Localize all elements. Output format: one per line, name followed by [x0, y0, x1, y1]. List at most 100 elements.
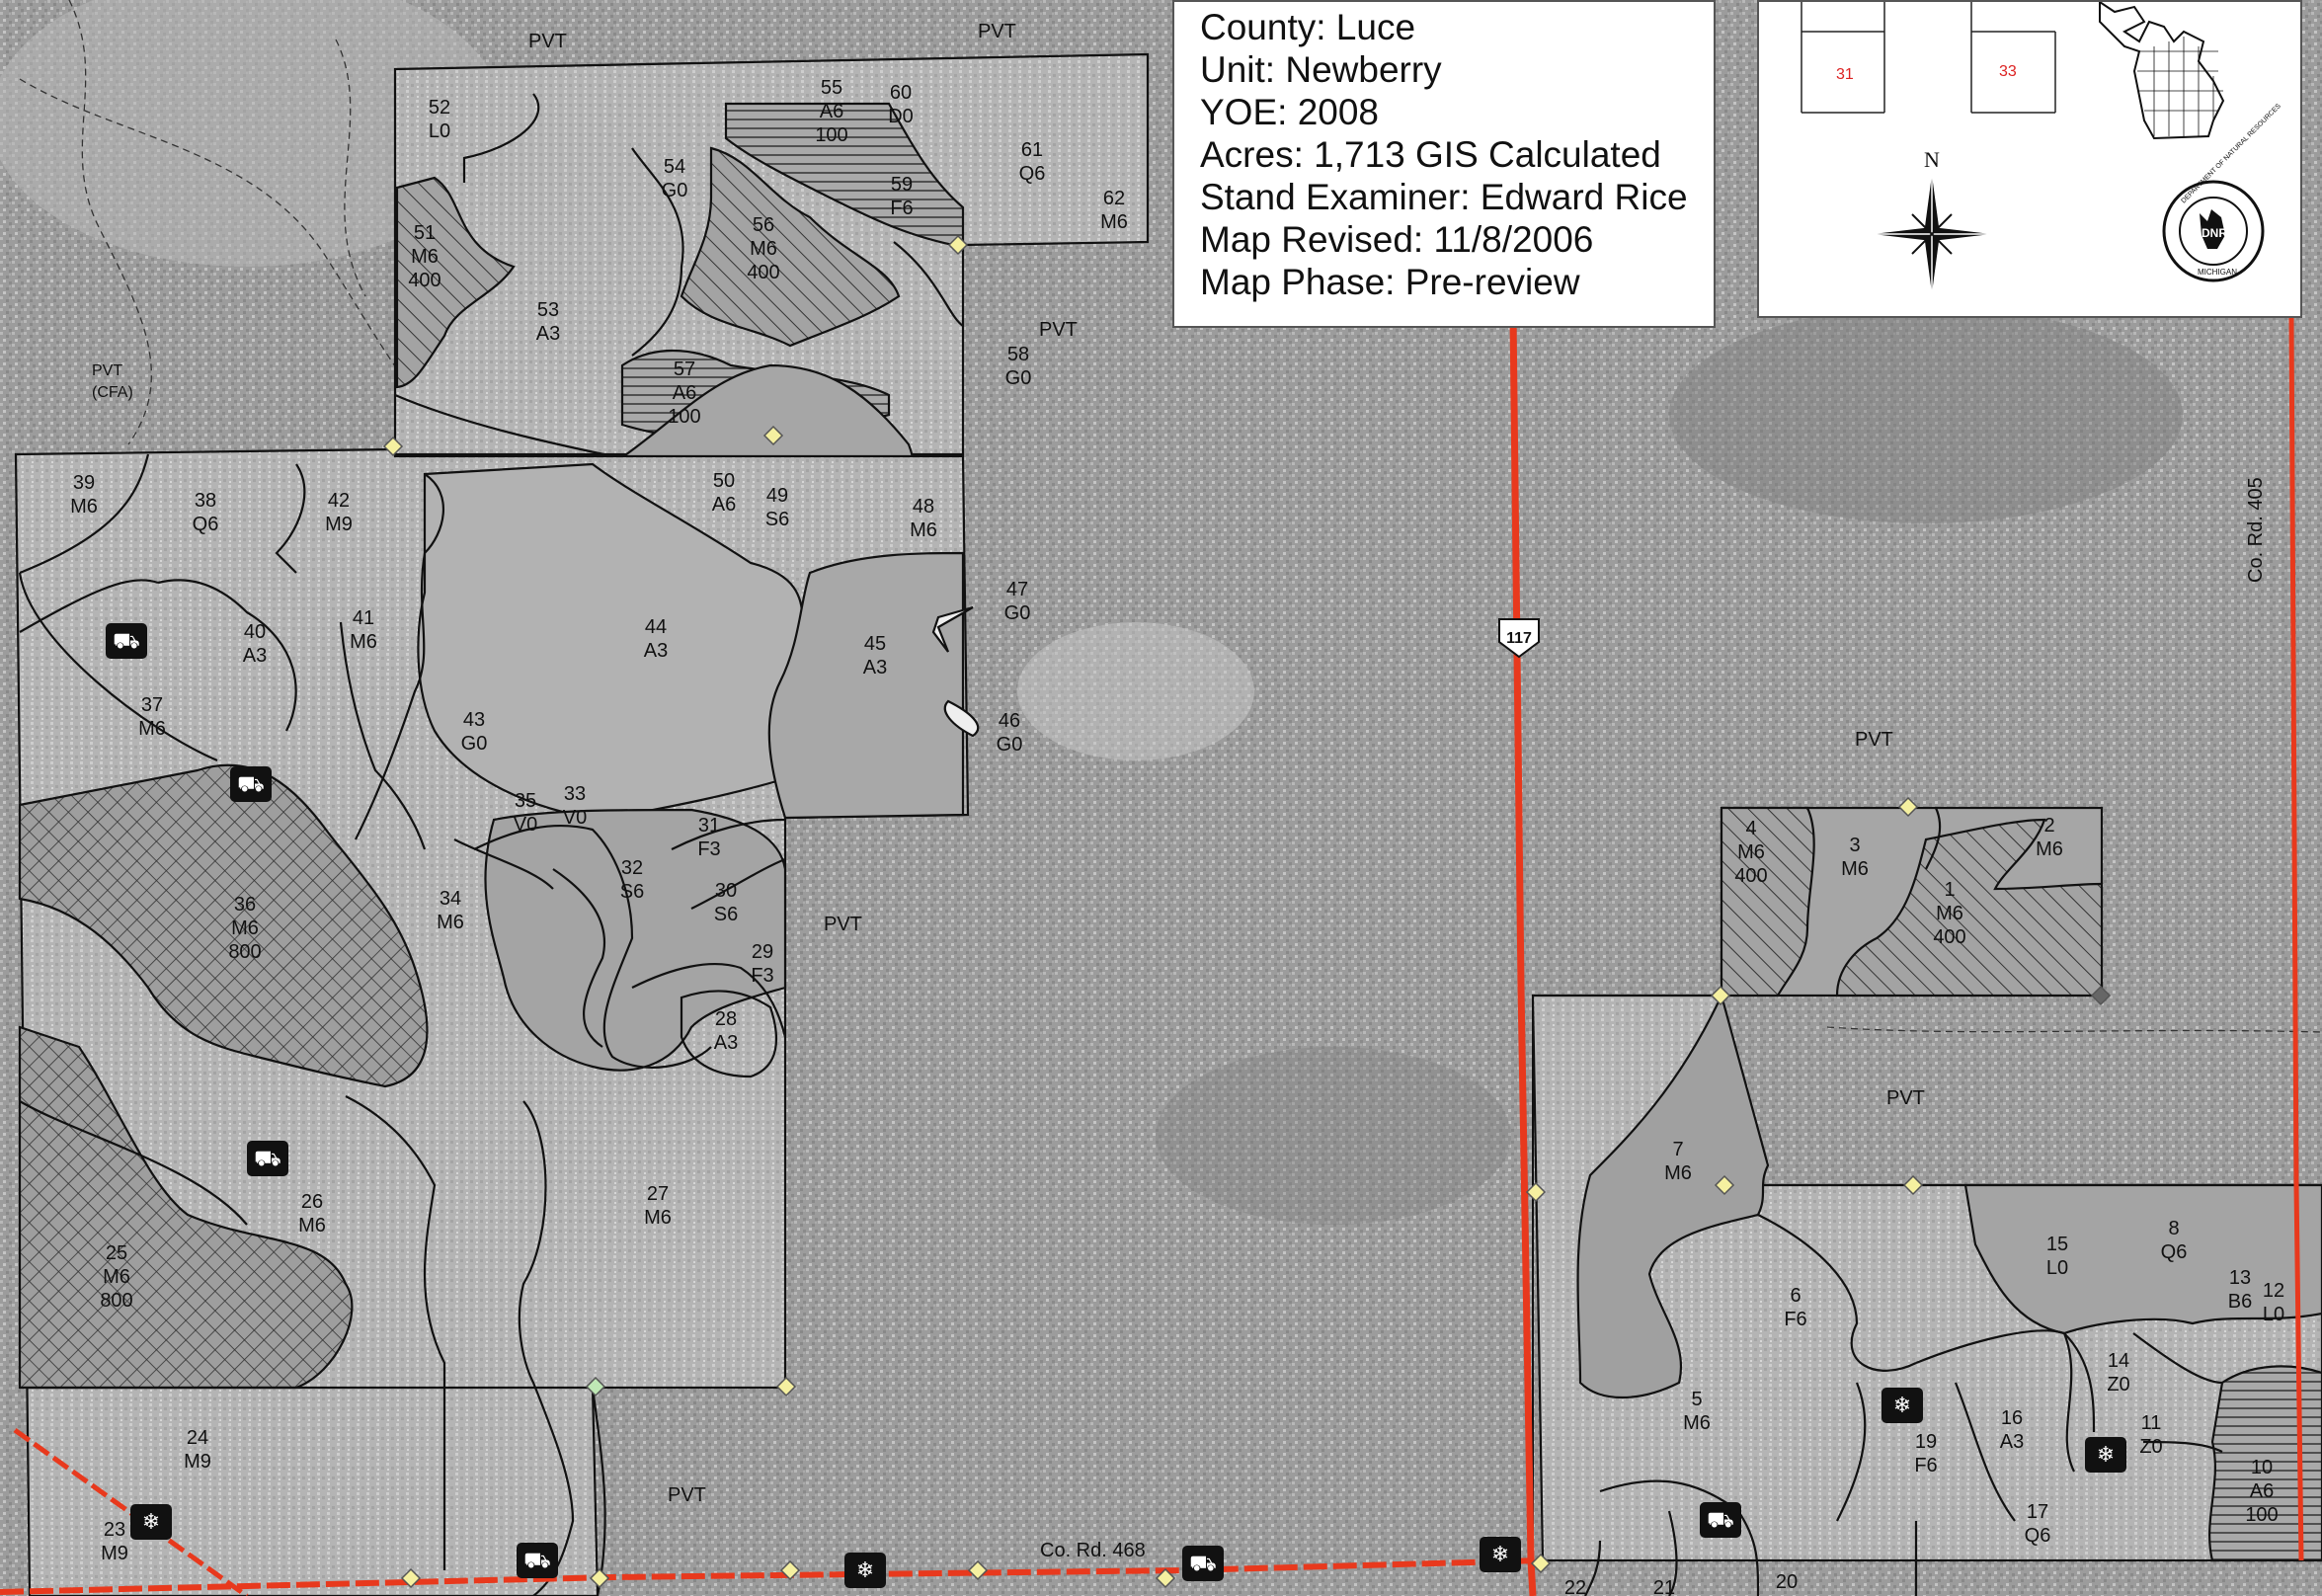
stand-10-hatch[interactable]: [2208, 1365, 2322, 1562]
stand-25-hatch[interactable]: [18, 1025, 354, 1390]
co-rd-405: [2288, 315, 2304, 1561]
diamond-marker-icon[interactable]: [1902, 1174, 1924, 1196]
pvt-label: PVT: [824, 914, 862, 935]
diamond-marker-icon[interactable]: [2090, 985, 2112, 1006]
stand-55-hatch[interactable]: [724, 102, 965, 249]
seal-ring-bottom: MICHIGAN: [2198, 268, 2237, 277]
dark-patch: [1156, 1047, 1511, 1225]
diamond-marker-icon[interactable]: [762, 425, 784, 446]
co-rd-468: [0, 1557, 1542, 1595]
stand-8[interactable]: [1963, 1183, 2322, 1335]
info-county: County: Luce: [1200, 7, 1416, 47]
co-rd-468-label: Co. Rd. 468: [1040, 1540, 1146, 1561]
stand-1-hatch[interactable]: [1835, 818, 2104, 998]
section-lines: [1532, 995, 2102, 1560]
info-examiner: Stand Examiner: Edward Rice: [1200, 177, 1688, 217]
diamond-marker-icon[interactable]: [382, 436, 404, 457]
stand-4-hatch[interactable]: [1720, 806, 1815, 998]
hwy-shield-label: 117: [1506, 630, 1532, 647]
stand-56-hatch[interactable]: [680, 146, 901, 348]
stand-7[interactable]: [1576, 992, 1770, 1398]
section-31: 31: [1836, 66, 1854, 83]
section-grid: [1801, 2, 2056, 114]
east-upper-block: [1720, 806, 2104, 998]
diamond-marker-icon[interactable]: [775, 1376, 797, 1397]
section-33: 33: [1999, 63, 2017, 80]
diamond-marker-icon[interactable]: [1714, 1174, 1735, 1196]
info-yoe: YOE: 2008: [1200, 92, 1380, 132]
snowmobile-icon: ❄: [1480, 1537, 1521, 1572]
seal-label: DNR: [2202, 226, 2227, 240]
stand-44-area[interactable]: [417, 462, 804, 822]
diamond-marker-icon[interactable]: [947, 234, 969, 256]
snowmobile-icon: ❄: [844, 1553, 886, 1588]
locator-panel: 31 33 N: [1757, 0, 2302, 318]
hwy-shield[interactable]: 117: [1498, 618, 1540, 659]
stand-51-hatch[interactable]: [395, 176, 516, 389]
pvt-label: (CFA): [92, 384, 133, 401]
pvt-label: PVT: [92, 362, 122, 379]
light-patch: [0, 0, 504, 267]
diamond-marker-icon[interactable]: [1155, 1567, 1176, 1589]
diamond-marker-icon[interactable]: [1525, 1181, 1547, 1203]
stand-45-area[interactable]: [767, 551, 965, 820]
diamond-marker-icon[interactable]: [589, 1567, 610, 1589]
michigan-locator-icon: [2099, 0, 2225, 140]
diamond-marker-icon[interactable]: [779, 1559, 801, 1581]
diamond-marker-icon[interactable]: [1710, 985, 1731, 1006]
east-lower-block: [1531, 992, 2322, 1596]
stand-46-feature[interactable]: [943, 699, 980, 738]
info-unit: Unit: Newberry: [1200, 49, 1442, 90]
diamond-marker-icon[interactable]: [1530, 1553, 1552, 1574]
diamond-marker-icon[interactable]: [585, 1376, 606, 1397]
diamond-marker-icon[interactable]: [967, 1559, 989, 1581]
pvt-label: PVT: [668, 1484, 706, 1506]
pvt-label: PVT: [978, 21, 1016, 42]
diamond-marker-icon[interactable]: [400, 1567, 422, 1589]
dark-patch: [1669, 306, 2183, 523]
diamond-markers: [382, 234, 2112, 1589]
diamond-marker-icon[interactable]: [1897, 796, 1919, 818]
north-label: N: [1924, 147, 1940, 172]
stand-36-hatch[interactable]: [18, 763, 429, 1088]
atv-icon: ⛟: [1182, 1546, 1224, 1581]
stand-47-feature[interactable]: [931, 605, 974, 653]
pvt-label: PVT: [1855, 729, 1893, 751]
